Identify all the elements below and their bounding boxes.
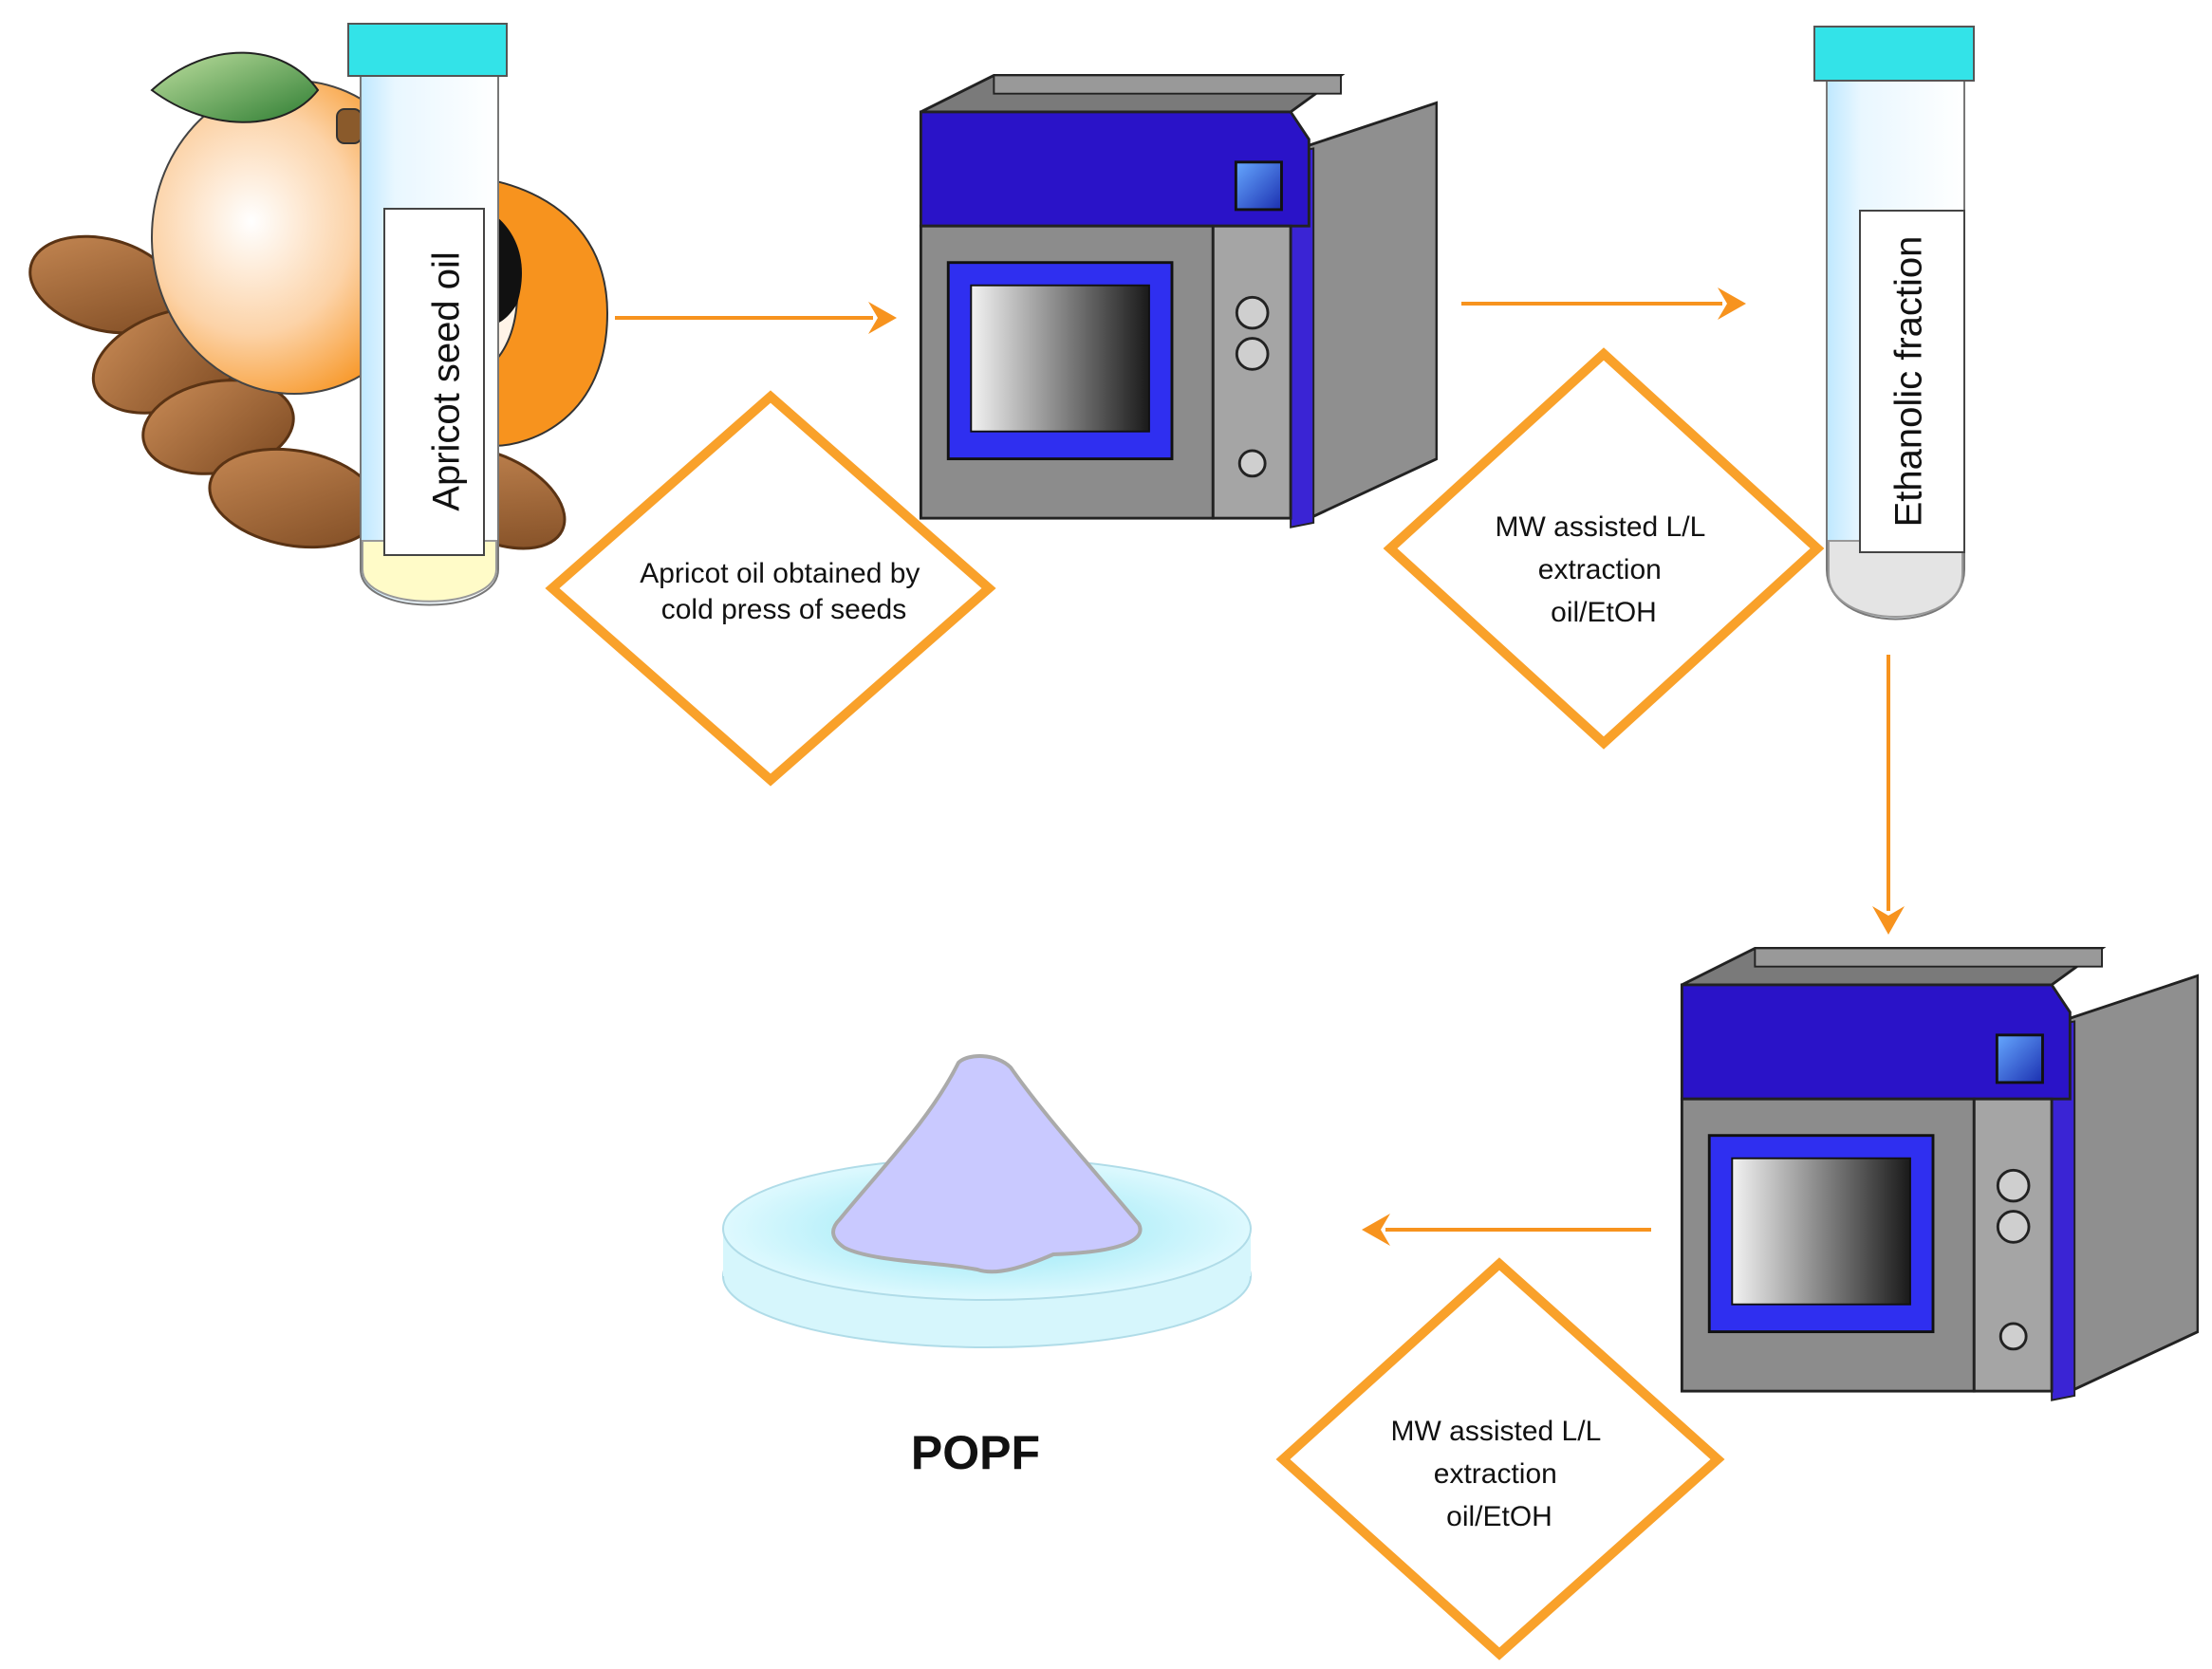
source-tube-label: Apricot seed oil	[426, 251, 468, 510]
arrow-to-second-oven	[1872, 655, 1905, 935]
step3-diamond	[1275, 1257, 1725, 1660]
ethanolic-tube-label: Ethanolic fraction	[1888, 236, 1930, 528]
microwave-oven-icon	[1680, 946, 2199, 1402]
arrow-to-first-oven	[615, 302, 897, 334]
test-tube-icon	[1813, 26, 1975, 621]
powder-on-dish-icon	[722, 1054, 1252, 1348]
test-tube-icon	[347, 23, 508, 606]
arrow-to-ethanolic-tube	[1461, 287, 1746, 320]
apricot-and-seeds-icon	[28, 51, 609, 550]
arrow-to-product	[1362, 1214, 1651, 1246]
microwave-oven-icon	[919, 73, 1438, 529]
step1-diamond	[545, 390, 996, 787]
step2-diamond	[1383, 347, 1825, 750]
step2-text: MW assisted L/L extraction oil/EtOH	[1496, 511, 1713, 628]
step3-text: MW assisted L/L extraction oil/EtOH	[1391, 1416, 1608, 1532]
step1-text: Apricot oil obtained by cold press of se…	[640, 558, 928, 625]
product-label: POPF	[911, 1426, 1040, 1479]
